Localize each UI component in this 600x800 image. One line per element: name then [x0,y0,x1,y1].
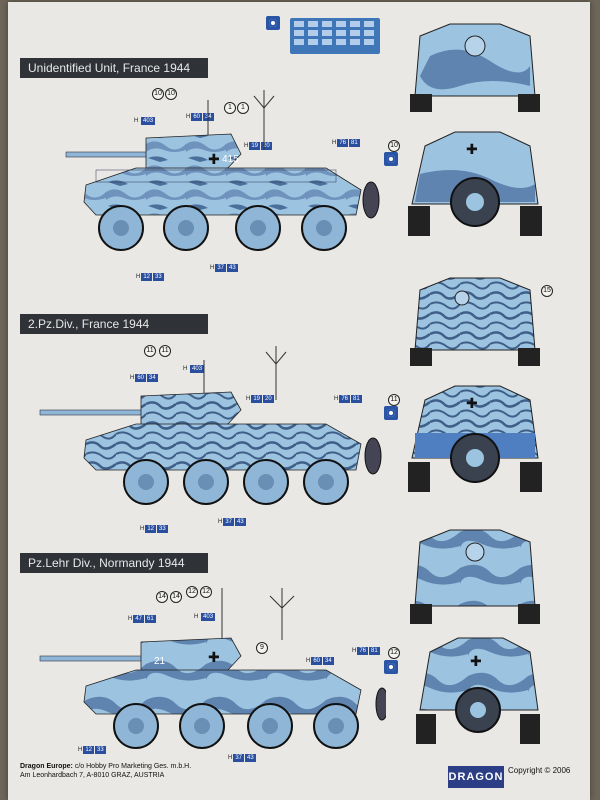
side-view-vehicle: ✚ 415 [65,90,380,251]
callout: 12 [200,586,212,598]
scheme-title: Pz.Lehr Div., Normandy 1944 [20,553,208,573]
side-view-vehicle [39,346,382,505]
side-view-vehicle: 21 ✚ [39,588,386,749]
svg-text:✚: ✚ [470,653,482,669]
paint-code: H 403 [183,365,205,373]
company-name: Dragon Europe: [20,763,73,770]
front-view-vehicle: ✚ [416,637,540,744]
svg-text:✚: ✚ [466,141,478,157]
decal-sheet-illustration [290,18,380,54]
front-view-vehicle: ✚ [408,131,542,236]
copyright-text: Copyright © 2006 [508,766,571,775]
svg-text:✚: ✚ [466,395,478,411]
svg-text:✚: ✚ [208,649,220,665]
address-line: Am Leonhardbach 7, A-8010 GRAZ, AUSTRIA [20,772,165,779]
instruction-sheet: Unidentified Unit, France 1944 10 10 1 1… [8,2,590,800]
callout: 11 [159,345,171,357]
turret-number: 415 [222,154,239,165]
paint-logo-icon [266,16,280,30]
callout: 14 [156,591,168,603]
paint-code: H 403 [134,117,156,125]
svg-text:✚: ✚ [208,151,220,167]
callout: 11 [388,394,400,406]
paint-logo-icon [384,660,398,674]
scheme-title: 2.Pz.Div., France 1944 [20,314,208,334]
callout: 1 [237,102,249,114]
callout: 15 [541,285,553,297]
address-line: c/o Hobby Pro Marketing Ges. m.b.H. [74,763,192,770]
brand-logo: DRAGON [448,766,504,788]
callout: 1 [224,102,236,114]
rear-view-vehicle [410,23,540,112]
callout: 10 [152,88,164,100]
paint-logo-icon [384,152,398,166]
callout: 11 [144,345,156,357]
rear-view-vehicle [410,529,540,624]
front-view-vehicle: ✚ [408,385,542,492]
scheme-title: Unidentified Unit, France 1944 [20,58,208,78]
callout: 10 [388,140,400,152]
callout: 9 [256,642,268,654]
callout: 12 [186,586,198,598]
footer-address: Dragon Europe: c/o Hobby Pro Marketing G… [20,762,191,780]
callout: 12 [388,647,400,659]
paint-logo-icon [384,406,398,420]
rear-view-vehicle [410,277,540,366]
turret-number: 21 [154,656,166,667]
callout: 14 [170,591,182,603]
callout: 10 [165,88,177,100]
paint-code: H 403 [194,613,216,621]
